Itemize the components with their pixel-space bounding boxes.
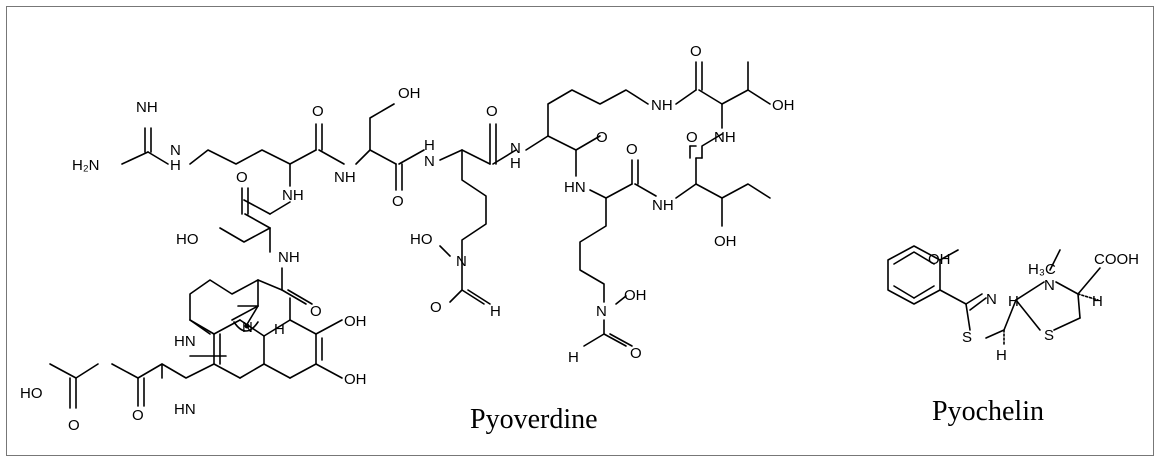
threonine-residue-2 [675,133,771,227]
atom-formyl-h: H [490,303,501,320]
figure-frame [6,6,1154,456]
threonine-residue-1 [675,61,771,129]
atom-n: N [510,140,521,157]
atom-oh: OH [624,287,647,304]
atom-o: O [686,129,698,146]
atom-h: H [1008,293,1019,310]
atom-o: O [310,303,322,320]
atom-o: O [68,417,80,434]
atom-h2n: H₂N [72,157,100,174]
atom-hn: HN [564,179,586,196]
atom-nh: NH [282,187,304,204]
thiazoline-ring [965,293,1017,339]
atom-s: S [1044,327,1054,344]
atom-oh: OH [344,313,367,330]
atom-h: H [996,347,1007,364]
atom-h: H [424,137,435,154]
atom-s: S [962,329,972,346]
atom-o: O [630,345,642,362]
atom-cooh: COOH [1094,251,1139,268]
atom-o: O [430,299,442,316]
atom-nh: NH [652,197,674,214]
atom-hn: HN [174,401,196,418]
atom-o: O [312,103,324,120]
atom-o: O [626,141,638,158]
atom-n: N [596,303,607,320]
atom-ho: HO [20,385,43,402]
cyclic-lysine-residue [525,89,649,177]
atom-hn: HN [174,333,196,350]
serine-residue-1 [355,103,425,191]
atom-n: N [242,319,253,336]
atom-nh: NH [651,97,673,114]
atom-o: O [392,193,404,210]
atom-n: N [424,153,435,170]
radical-dot [244,323,250,329]
atom-h: H [170,157,181,174]
atom-o: O [596,129,608,146]
atom-h: H [1092,293,1103,310]
atom-oh: OH [398,85,421,102]
atom-n: N [1044,277,1055,294]
atom-n: N [170,142,181,159]
hydroxyornithine-residue-2 [579,159,657,347]
atom-ho: HO [410,231,433,248]
atom-formyl-h: H [568,349,579,366]
atom-ho: HO [176,231,199,248]
pyoverdine-structure: NH H₂N H N O NH NH OH O H N [20,43,795,434]
hydroxyornithine-residue-1 [439,123,517,305]
atom-nh: NH [714,129,736,146]
atom-nh: NH [334,169,356,186]
atom-oh: OH [928,251,951,268]
atom-chromophore-h: H [274,321,285,338]
pyochelin-structure: OH N S H H₃C N COOH H H S [887,245,1139,364]
atom-oh: OH [772,97,795,114]
atom-nh: NH [278,249,300,266]
atom-oh: OH [714,233,737,250]
atom-h3c: H₃C [1028,261,1056,278]
atom-o: O [486,103,498,120]
pyoverdine-caption: Pyoverdine [470,404,598,435]
serine-residue-2 [219,187,291,253]
phenol-ring [887,245,967,305]
atom-h: H [510,155,521,172]
atom-o: O [236,169,248,186]
arginine-side-chain [121,127,317,187]
chromophore [49,267,343,409]
atom-nh: NH [136,99,158,116]
atom-o: O [132,407,144,424]
atom-o: O [690,43,702,60]
arginine-carbonyl [315,123,345,165]
thiazolidine-ring [1015,249,1101,331]
pyochelin-caption: Pyochelin [932,396,1044,427]
atom-n: N [986,291,997,308]
atom-n: N [456,253,467,270]
atom-oh: OH [344,371,367,388]
